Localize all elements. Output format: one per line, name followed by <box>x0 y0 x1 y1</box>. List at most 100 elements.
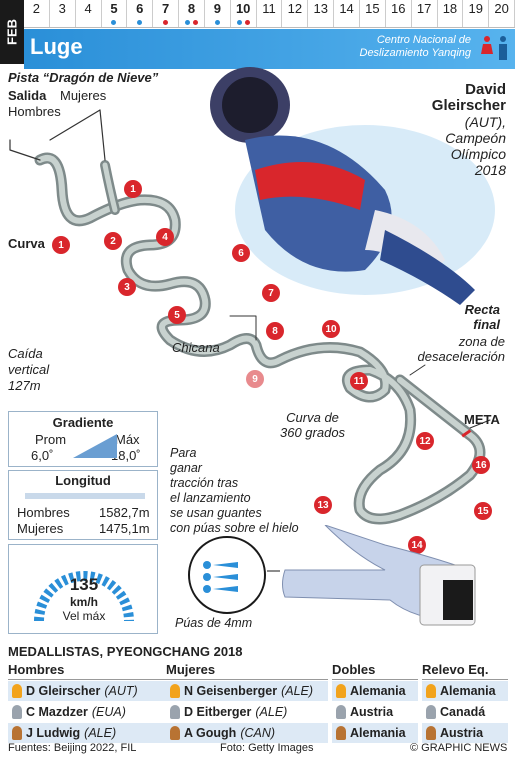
event-dot <box>137 20 143 25</box>
glove-line-6: con púas sobre el hielo <box>170 521 299 535</box>
athlete-title: (AUT), Campeón Olímpico 2018 <box>396 114 506 178</box>
calendar-day-number: 7 <box>162 1 170 16</box>
calendar-day-number: 13 <box>313 1 328 16</box>
curve-1-legend-marker: 1 <box>52 236 70 254</box>
glove-line-5: se usan guantes <box>170 506 262 520</box>
calendar-day: 11 <box>257 0 283 27</box>
drop-line-2: vertical <box>8 362 50 377</box>
table-row: Alemania <box>332 723 418 743</box>
calendar-day: 5 <box>102 0 128 27</box>
calendar-day-number: 8 <box>187 1 196 16</box>
athlete-last-name-row: Gleirscher <box>398 98 506 114</box>
col-men: Hombres <box>8 662 166 680</box>
table-row: Austria <box>422 723 508 743</box>
calendar-day: 2 <box>24 0 50 27</box>
doubles-team: Alemania <box>350 726 406 740</box>
calendar-day: 16 <box>386 0 412 27</box>
calendar-day-number: 3 <box>58 1 66 16</box>
curve-marker: 15 <box>474 502 492 520</box>
medal-person-icon <box>426 705 436 719</box>
medalist-name: J Ludwig <box>26 726 81 740</box>
col-women: Mujeres <box>166 662 328 680</box>
glove-illustration <box>188 525 476 626</box>
table-row: N Geisenberger(ALE) <box>166 681 328 701</box>
curve-marker: 1 <box>124 180 142 198</box>
gradient-max-label: Máx <box>115 432 140 447</box>
medal-person-icon <box>426 726 436 740</box>
photo-credit: Foto: Getty Images <box>220 742 314 754</box>
curve-label: Curva <box>8 236 45 251</box>
athlete-illustration <box>210 67 495 305</box>
curve-marker: 11 <box>350 372 368 390</box>
decel-line-2: desaceleración <box>417 349 505 364</box>
athlete-first-name: David <box>465 81 506 98</box>
month-label: FEB <box>0 0 24 64</box>
calendar-day: 10 <box>231 0 257 27</box>
glove-line-4: el lanzamiento <box>170 491 251 505</box>
curve-360-line-2: 360 grados <box>280 425 346 440</box>
calendar-day-number: 17 <box>416 1 432 16</box>
curve-marker: 3 <box>118 278 136 296</box>
event-dot <box>192 20 198 25</box>
drop-line-1: Caída <box>8 346 43 361</box>
medalist-country: (ALE) <box>255 705 288 719</box>
event-dot <box>163 20 169 25</box>
table-row: Alemania <box>422 681 508 701</box>
curve-marker: 10 <box>322 320 340 338</box>
medalist-name: C Mazdzer <box>26 705 88 719</box>
length-box: Longitud Hombres 1582,7m Mujeres 1475,1m <box>8 470 158 540</box>
calendar-day-number: 20 <box>494 1 509 16</box>
sport-title: Luge <box>30 34 83 59</box>
speed-label: Vel máx <box>62 609 106 623</box>
col-relay: Relevo Eq. <box>422 662 508 680</box>
table-row: J Ludwig(ALE) <box>8 723 166 743</box>
calendar-day: 18 <box>438 0 464 27</box>
calendar-day-number: 10 <box>235 1 251 16</box>
speed-unit: km/h <box>69 595 98 609</box>
medal-person-icon <box>170 726 180 740</box>
table-row: D Eitberger(ALE) <box>166 702 328 722</box>
start-label: Salida <box>8 88 47 103</box>
calendar-day-number: 9 <box>213 1 221 16</box>
women-start-label: Mujeres <box>60 88 107 103</box>
calendar-day-number: 15 <box>365 1 380 16</box>
medal-person-icon <box>336 705 346 719</box>
gradient-avg-label: Prom <box>35 432 67 447</box>
calendar-day-number: 16 <box>391 1 406 16</box>
drop-line-3: 127m <box>8 378 41 393</box>
calendar-day: 6 <box>127 0 154 27</box>
glove-caption: Para ganar tracción tras el lanzamiento … <box>170 446 299 536</box>
curve-marker: 14 <box>408 536 426 554</box>
gradient-wedge-icon <box>73 434 117 458</box>
curve-360-label: Curva de 360 grados <box>280 410 345 440</box>
col-doubles: Dobles <box>332 662 418 680</box>
calendar-day: 7 <box>153 0 180 27</box>
calendar-day: 15 <box>360 0 386 27</box>
curve-marker: 7 <box>262 284 280 302</box>
athlete-title-line-1: Campeón <box>445 130 506 146</box>
medal-person-icon <box>12 684 22 698</box>
relay-team: Austria <box>440 726 484 740</box>
relay-team: Alemania <box>440 684 496 698</box>
calendar-day: 8 <box>179 0 205 27</box>
calendar-day: 20 <box>489 0 515 27</box>
chicane-label: Chicana <box>172 340 220 355</box>
event-dot <box>236 20 242 25</box>
track-name: Pista “Dragón de Nieve” <box>8 70 159 85</box>
glove-line-3: tracción tras <box>170 476 239 490</box>
curve-marker: 2 <box>104 232 122 250</box>
track-diagram <box>9 109 491 525</box>
length-men-value: 1582,7m <box>99 505 150 520</box>
medalist-country: (AUT) <box>104 684 138 698</box>
speed-value: 135 <box>69 575 99 594</box>
medalists-title: MEDALLISTAS, PYEONGCHANG 2018 <box>8 644 243 659</box>
athlete-title-line-2: Olímpico <box>450 146 506 162</box>
medal-person-icon <box>336 684 346 698</box>
calendar-day-number: 18 <box>442 1 458 16</box>
medalist-name: N Geisenberger <box>184 684 278 698</box>
medalist-name: D Eitberger <box>184 705 252 719</box>
vertical-drop-label: Caída vertical 127m <box>8 346 49 394</box>
medal-person-icon <box>170 684 180 698</box>
medalist-name: A Gough <box>184 726 237 740</box>
final-line-1: Recta <box>464 302 500 317</box>
